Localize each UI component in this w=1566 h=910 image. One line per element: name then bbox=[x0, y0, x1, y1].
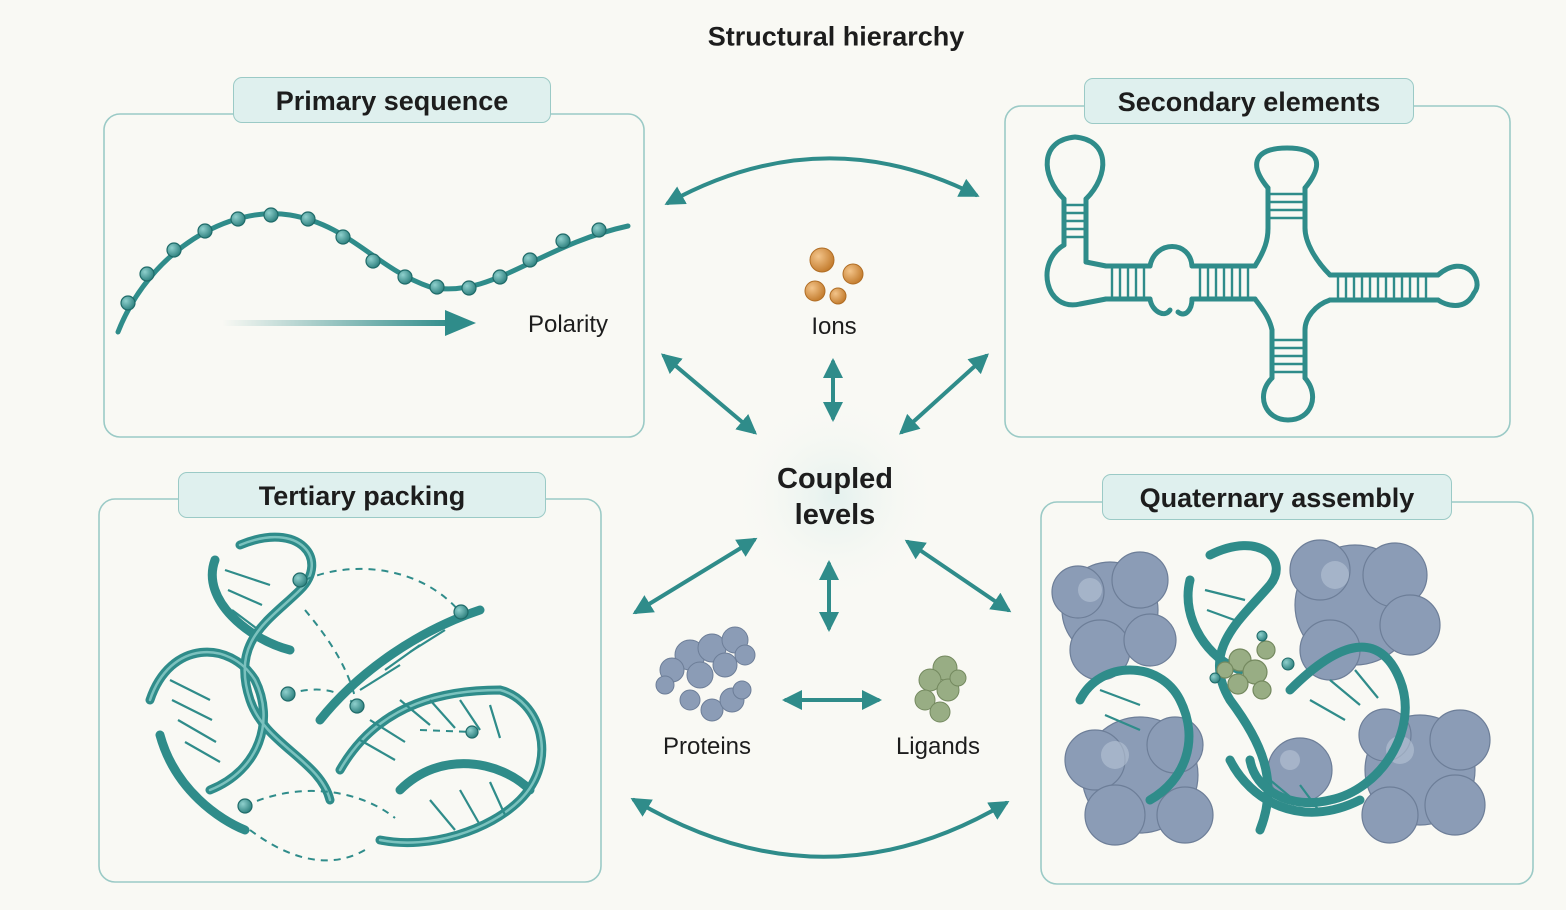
arrow-secondary-center bbox=[899, 353, 989, 435]
quaternary-rna-rungs bbox=[1099, 588, 1379, 813]
arrow-primary-center bbox=[660, 353, 758, 435]
ligands-label: Ligands bbox=[895, 733, 981, 760]
quaternary-rna bbox=[1075, 541, 1410, 835]
arrow-primary-secondary bbox=[664, 156, 980, 205]
center-label: Coupled levels bbox=[777, 461, 893, 533]
quaternary-contacts bbox=[1209, 630, 1295, 684]
polarity-arrow bbox=[222, 310, 476, 336]
proteins-label: Proteins bbox=[662, 733, 752, 760]
quaternary-ligand bbox=[1216, 640, 1276, 700]
primary-panel bbox=[103, 113, 645, 438]
arrow-tertiary-quaternary bbox=[630, 797, 1010, 859]
proteins-icon bbox=[655, 626, 756, 722]
arrow-quaternary-center bbox=[904, 539, 1012, 613]
tertiary-contacts bbox=[237, 567, 479, 862]
polarity-label: Polarity bbox=[527, 311, 609, 338]
tertiary-panel-title: Tertiary packing bbox=[178, 472, 546, 518]
primary-strand bbox=[115, 207, 631, 335]
ions-label: Ions bbox=[811, 313, 857, 340]
tertiary-helices bbox=[145, 532, 547, 848]
ions-icon bbox=[804, 247, 864, 305]
secondary-structure bbox=[1044, 134, 1480, 423]
ligands-icon bbox=[914, 655, 967, 723]
center-label-line2: levels bbox=[794, 499, 876, 531]
center-glow bbox=[730, 392, 940, 602]
diagram-title: Structural hierarchy bbox=[707, 21, 965, 52]
quaternary-panel-title: Quaternary assembly bbox=[1102, 474, 1452, 520]
secondary-panel-title: Secondary elements bbox=[1084, 78, 1414, 124]
center-label-line1: Coupled bbox=[777, 463, 893, 495]
secondary-base-pairs bbox=[1064, 192, 1428, 374]
arrow-tertiary-center bbox=[632, 537, 758, 615]
primary-panel-title: Primary sequence bbox=[233, 77, 551, 123]
connection-arrows bbox=[630, 156, 1012, 859]
